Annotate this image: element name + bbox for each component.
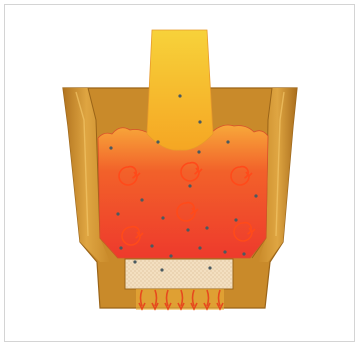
outflow-stream xyxy=(217,289,221,307)
wall-highlight xyxy=(75,91,285,237)
particle xyxy=(133,260,137,264)
circulation-loop-arrow xyxy=(233,221,253,242)
circulation-loop-arrow xyxy=(230,165,250,186)
particle xyxy=(116,212,120,216)
outflow-stream xyxy=(206,289,210,307)
outflow-stream xyxy=(180,289,184,307)
outflow-arrowhead xyxy=(151,302,159,311)
circulation-loop-arrow xyxy=(176,201,196,222)
circulation-arrowhead xyxy=(136,231,144,237)
outflow-arrowhead xyxy=(164,302,172,311)
particle xyxy=(178,94,182,98)
particle xyxy=(140,198,144,202)
circulation-loops xyxy=(118,161,256,246)
particle xyxy=(205,226,209,230)
outflow-stream xyxy=(139,289,143,307)
filter-block xyxy=(124,258,234,290)
outflow-arrows xyxy=(138,289,224,311)
particle xyxy=(254,194,258,198)
particle xyxy=(226,140,230,144)
suspended-particles xyxy=(109,94,258,272)
circulation-arrowhead xyxy=(191,207,199,213)
outflow-stream xyxy=(154,289,158,307)
circulation-arrowhead xyxy=(133,171,141,177)
circulation-arrowhead xyxy=(248,227,256,233)
particle xyxy=(197,150,201,154)
outflow-arrowhead xyxy=(177,302,185,311)
outflow-stream xyxy=(165,289,169,307)
particle xyxy=(160,268,164,272)
outflow-arrowhead xyxy=(203,302,211,311)
particle xyxy=(186,228,190,232)
circulation-arrowhead xyxy=(195,167,203,173)
outflow-arrowhead xyxy=(138,302,146,311)
particle xyxy=(198,120,202,124)
circulation-loop-arrow xyxy=(118,165,138,186)
outflow-arrowhead xyxy=(190,302,198,311)
particle xyxy=(169,254,173,258)
particle xyxy=(188,184,192,188)
particle xyxy=(150,244,154,248)
particle xyxy=(161,216,165,220)
particle xyxy=(198,246,202,250)
particle xyxy=(242,252,246,256)
circulation-loop-arrow xyxy=(180,161,200,182)
circulation-loop-arrow xyxy=(121,225,141,246)
outflow-stream xyxy=(191,289,195,307)
particle xyxy=(156,140,160,144)
particle xyxy=(109,146,113,150)
particle xyxy=(234,218,238,222)
circulation-arrowhead xyxy=(245,171,253,177)
particle xyxy=(223,250,227,254)
particle xyxy=(208,266,212,270)
charge-column xyxy=(146,29,214,151)
outflow-arrowhead xyxy=(216,302,224,311)
particle xyxy=(119,246,123,250)
